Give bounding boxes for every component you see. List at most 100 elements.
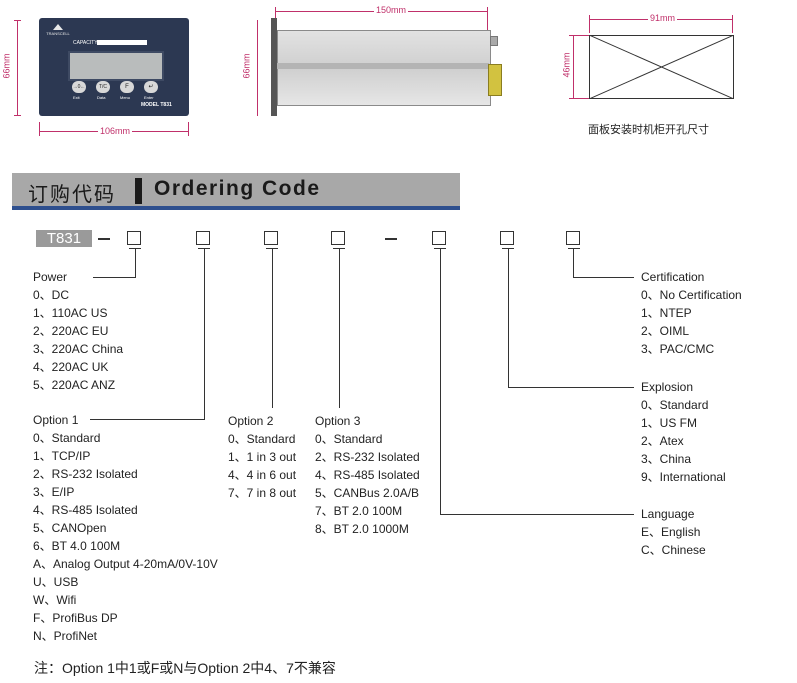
code-slot-option2 [264,231,278,245]
front-height-dim-line [17,20,18,116]
key-label: Menu [120,95,131,100]
side-screw [490,36,498,46]
dim-tick [14,20,21,21]
connector-certification [573,248,574,278]
cutout-height-dim-line [573,35,574,99]
connector-option1 [204,248,205,420]
front-view-drawing: 66mm TRANSCELL CAPACITY →0← T/C F ↵ Exit… [0,0,200,140]
list-item: 2、OIML [641,324,690,338]
list-item: 2、220AC EU [33,324,109,338]
list-item: 0、Standard [228,432,296,446]
cutout-height-dim-label: 46mm [561,52,572,78]
key-enter-button[interactable]: ↵ [144,81,158,93]
language-group: Language E、English C、Chinese [641,505,706,559]
list-item: 4、RS-485 Isolated [315,468,420,482]
list-item: 6、BT 4.0 100M [33,539,121,553]
key-label: Data [97,95,106,100]
banner-title-en: Ordering Code [154,177,321,200]
front-height-dim-label: 66mm [1,53,12,79]
dim-tick [188,122,189,136]
list-item: 5、CANBus 2.0A/B [315,486,420,500]
key-label: Exit [73,95,80,100]
connector-option3 [339,248,340,408]
list-item: W、Wifi [33,593,77,607]
list-item: 2、RS-232 Isolated [315,450,420,464]
model-code: T831 [36,230,92,247]
code-slot-option1 [196,231,210,245]
list-item: 0、Standard [641,398,709,412]
side-height-dim-line [257,20,258,116]
list-item: 2、Atex [641,434,684,448]
list-item: 2、RS-232 Isolated [33,467,138,481]
code-slot-language [432,231,446,245]
group-title: Language [641,507,695,521]
dim-tick [487,7,488,39]
group-title: Option 3 [315,414,361,428]
side-bezel [271,18,277,116]
code-slot-option3 [331,231,345,245]
side-height-dim-label: 66mm [241,53,252,79]
model-badge: MODEL T831 [141,102,172,108]
front-width-dim-label: 106mm [98,126,133,136]
connector-power [93,277,136,278]
option3-group: Option 3 0、Standard 2、RS-232 Isolated 4、… [315,412,420,538]
list-item: E、English [641,525,701,539]
list-item: C、Chinese [641,543,706,557]
side-length-dim-label: 150mm [374,5,409,15]
list-item: 0、No Certification [641,288,742,302]
dim-tick [589,15,590,33]
keypad: →0← T/C F ↵ Exit Data Menu Enter [72,81,162,105]
list-item: N、ProfiNet [33,629,98,643]
list-item: 1、NTEP [641,306,692,320]
option2-group: Option 2 0、Standard 1、1 in 3 out 4、4 in … [228,412,296,502]
slot-bracket [568,248,580,249]
connector-explosion [508,387,634,388]
group-title: Option 1 [33,413,79,427]
list-item: 3、220AC China [33,342,124,356]
cutout-caption: 面板安装时机柜开孔尺寸 [588,123,709,136]
code-slot-certification [566,231,580,245]
dim-tick [569,35,591,36]
code-dash [385,238,397,240]
code-slot-explosion [500,231,514,245]
banner-title-cn: 订购代码 [28,182,116,206]
list-item: 0、Standard [33,431,101,445]
banner-underline [12,206,460,210]
cutout-drawing: 91mm 46mm 面板安装时机柜开孔尺寸 [560,0,790,150]
key-function-button[interactable]: F [120,81,134,93]
list-item: 5、CANOpen [33,521,107,535]
group-title: Power [33,270,68,284]
connector-explosion [508,248,509,388]
list-item: 7、7 in 8 out [228,486,297,500]
side-connector [488,64,502,96]
list-item: A、Analog Output 4-20mA/0V-10V [33,557,218,571]
list-item: 8、BT 2.0 1000M [315,522,409,536]
list-item: F、ProfiBus DP [33,611,118,625]
side-view-drawing: 150mm 66mm [240,0,520,140]
banner-separator [135,178,142,204]
side-rail [277,63,489,69]
certification-group: Certification 0、No Certification 1、NTEP … [641,268,742,358]
group-title: Option 2 [228,414,274,428]
group-title: Explosion [641,380,694,394]
list-item: 1、US FM [641,416,698,430]
ordering-code-banner [12,173,460,209]
key-tare-button[interactable]: T/C [96,81,110,93]
list-item: 0、Standard [315,432,383,446]
dim-tick [732,15,733,33]
list-item: 3、E/IP [33,485,75,499]
cutout-width-dim-label: 91mm [648,13,678,23]
key-zero-button[interactable]: →0← [72,81,86,93]
power-group: Power 0、DC 1、110AC US 2、220AC EU 3、220AC… [33,268,123,394]
list-item: 5、220AC ANZ [33,378,116,392]
connector-option1 [90,419,205,420]
code-dash [98,238,110,240]
connector-power [135,248,136,278]
connector-option2 [272,248,273,408]
dim-tick [275,7,276,27]
list-item: 1、TCP/IP [33,449,91,463]
list-item: 1、110AC US [33,306,108,320]
list-item: 1、1 in 3 out [228,450,297,464]
connector-certification [573,277,634,278]
key-label: Enter [144,95,154,100]
